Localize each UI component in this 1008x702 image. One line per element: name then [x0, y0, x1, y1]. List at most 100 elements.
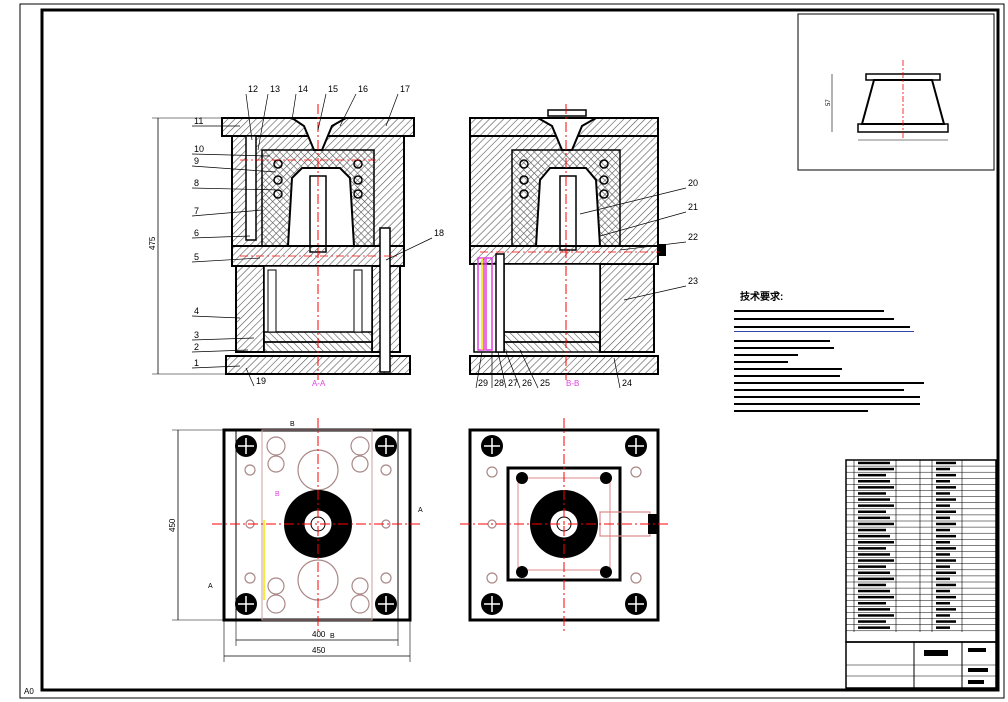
callout-label-29: 29: [478, 378, 488, 388]
callout-leader: [191, 153, 271, 157]
bom-row-text: [858, 504, 894, 507]
bom-row-material: [936, 480, 950, 483]
dim-overall-height: 475: [148, 236, 157, 250]
bom-row-text: [858, 486, 894, 489]
callout-leader: [619, 241, 687, 251]
bom-row-material: [936, 565, 950, 568]
callout-label-7: 7: [194, 206, 199, 216]
callout-label-1: 1: [194, 358, 199, 368]
callout-leader: [519, 349, 539, 389]
title-block: [845, 459, 997, 689]
bom-row-material: [936, 522, 956, 526]
callout-leader: [291, 93, 297, 121]
inner-border: [40, 8, 1000, 692]
callout-leader: [613, 357, 621, 389]
bom-row-text: [858, 473, 886, 477]
callout-leader: [191, 315, 241, 319]
callout-label-24: 24: [622, 378, 632, 388]
callout-leader: [385, 237, 433, 261]
bom-row-material: [936, 498, 956, 501]
callout-label-22: 22: [688, 232, 698, 242]
callout-leader: [475, 351, 483, 389]
bom-row-text: [858, 480, 890, 483]
bom-row-text: [858, 547, 886, 550]
bom-row-material: [936, 553, 950, 556]
bom-row-material: [936, 602, 950, 605]
callout-label-28: 28: [494, 378, 504, 388]
callout-label-20: 20: [688, 178, 698, 188]
callout-label-18: 18: [434, 228, 444, 238]
callout-label-10: 10: [194, 144, 204, 154]
bom-row-text: [858, 467, 894, 471]
callout-leader: [191, 337, 255, 341]
callout-label-17: 17: [400, 84, 410, 94]
callout-label-5: 5: [194, 252, 199, 262]
section-label-a-a: A-A: [312, 379, 326, 388]
bom-row-text: [858, 626, 890, 629]
bom-row-material: [936, 577, 950, 581]
bom-row-material: [936, 571, 956, 574]
tech-requirements-title: 技术要求:: [740, 290, 783, 303]
bom-row-material: [936, 510, 956, 513]
callout-leader: [579, 187, 687, 215]
callout-leader: [245, 367, 255, 387]
bom-row-text: [858, 522, 894, 526]
bom-row-text: [858, 534, 890, 538]
plan-view-fixed-half: 450 400 450 B B A A B: [168, 418, 423, 662]
callout-label-3: 3: [194, 330, 199, 340]
bom-row-material: [936, 467, 950, 471]
bom-row-material: [936, 528, 950, 532]
callout-leader: [317, 93, 327, 131]
callout-leader: [385, 93, 399, 127]
bom-row-text: [858, 608, 890, 611]
callout-label-8: 8: [194, 178, 199, 188]
callout-label-14: 14: [298, 84, 308, 94]
callout-leader: [191, 187, 281, 191]
callout-label-21: 21: [688, 202, 698, 212]
bom-row-text: [858, 553, 890, 556]
bom-row-text: [858, 516, 890, 520]
bom-row-material: [936, 626, 950, 629]
bom-row-text: [858, 498, 890, 501]
part-side-dim: 57: [826, 99, 832, 106]
callout-label-19: 19: [256, 376, 266, 386]
bom-row-text: [858, 492, 886, 495]
bom-row-text: [858, 571, 890, 574]
section-marker-b-top: B: [290, 421, 295, 428]
callout-leader: [339, 93, 357, 127]
outer-border: [19, 3, 1005, 699]
sheet-size-label: A0: [24, 687, 34, 696]
section-marker-a-right: A: [418, 507, 423, 514]
callout-label-25: 25: [540, 378, 550, 388]
callout-label-6: 6: [194, 228, 199, 238]
callout-leader: [191, 235, 251, 239]
bom-row-material: [936, 589, 950, 593]
bom-row-text: [858, 595, 894, 599]
callout-label-23: 23: [688, 276, 698, 286]
bom-row-material: [936, 516, 950, 520]
bom-row-material: [936, 504, 950, 507]
bom-row-text: [858, 461, 890, 465]
bom-row-material: [936, 608, 956, 611]
technical-requirements: 技术要求:: [734, 290, 924, 412]
bom-row-text: [858, 577, 894, 581]
bom-row-text: [858, 602, 886, 605]
callout-label-27: 27: [508, 378, 518, 388]
callout-label-9: 9: [194, 156, 199, 166]
callout-label-11: 11: [194, 116, 203, 126]
bom-row-material: [936, 614, 950, 617]
callout-leader: [245, 93, 253, 141]
bom-row-material: [936, 547, 956, 550]
callout-label-12: 12: [248, 84, 258, 94]
callout-leader: [257, 93, 269, 151]
section-marker-a-left: A: [208, 583, 213, 590]
dim-inner-width: 400: [312, 630, 326, 639]
bom-row-material: [936, 541, 950, 544]
dim-plan-height: 450: [168, 518, 177, 532]
section-marker-b-bottom: B: [330, 633, 335, 640]
callout-leader: [191, 165, 277, 173]
callout-label-13: 13: [270, 84, 280, 94]
